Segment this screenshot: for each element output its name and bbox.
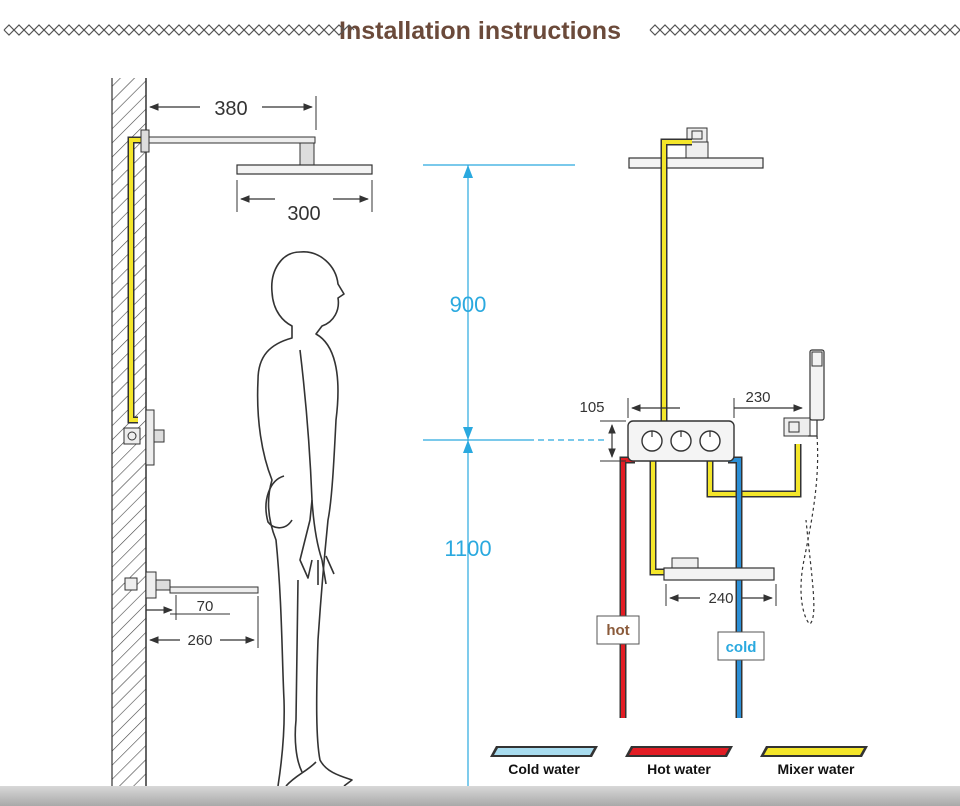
person-silhouette [256, 251, 353, 787]
dimension-label-1100: 1100 [444, 536, 491, 561]
dimension-spout-width: 240 [665, 584, 777, 607]
front-tub-spout [663, 557, 775, 581]
legend: Cold water Hot water Mixer water [490, 746, 868, 777]
legend-item-mixer-water: Mixer water [760, 746, 868, 777]
front-shower-head [628, 127, 764, 169]
mixer-water-pipes [649, 138, 802, 576]
hot-tag-label: hot [606, 622, 629, 639]
hot-tag: hot [596, 615, 640, 645]
dimension-label-900: 900 [450, 292, 487, 317]
hot-water-pipe [619, 456, 635, 718]
page-title: Installation instructions [339, 17, 621, 45]
rain-shower-head [236, 164, 373, 175]
dimension-label-380: 380 [214, 98, 247, 120]
dimension-head-diameter: 300 [236, 180, 373, 225]
legend-label-cold-water: Cold water [508, 761, 580, 777]
dimension-label-260: 260 [187, 632, 212, 649]
dimension-spout-depth: 70 [146, 595, 230, 620]
dimension-label-240: 240 [708, 590, 733, 607]
tub-spout [124, 571, 259, 599]
title-decoration-right [649, 24, 960, 36]
legend-label-mixer-water: Mixer water [777, 761, 855, 777]
shower-arm [140, 129, 316, 166]
legend-label-hot-water: Hot water [647, 761, 711, 777]
cold-water-pipe [728, 456, 743, 718]
cold-tag: cold [717, 631, 765, 661]
legend-item-hot-water: Hot water [625, 746, 733, 777]
hand-shower-holder [783, 349, 825, 437]
dimension-label-70: 70 [197, 598, 214, 615]
dimension-valve-to-holder: 230 [627, 389, 803, 418]
hand-shower-hose [800, 435, 819, 625]
dimension-valve-height: 105 [579, 399, 626, 462]
cold-tag-label: cold [726, 639, 757, 656]
dimension-arm-length: 380 [145, 88, 317, 130]
wall-mixing-valve [123, 409, 165, 466]
thermostatic-valve-panel [627, 420, 735, 462]
concealed-mixer-pipe [127, 136, 142, 424]
dimension-label-105: 105 [579, 399, 604, 416]
dimension-spout-offset: 260 [149, 596, 259, 649]
legend-item-cold-water: Cold water [490, 746, 598, 777]
height-dimension-line [423, 164, 606, 786]
dimension-label-230: 230 [745, 389, 770, 406]
dimension-label-300: 300 [287, 203, 320, 225]
title-decoration-left [3, 24, 355, 36]
bottom-strip [0, 786, 960, 806]
